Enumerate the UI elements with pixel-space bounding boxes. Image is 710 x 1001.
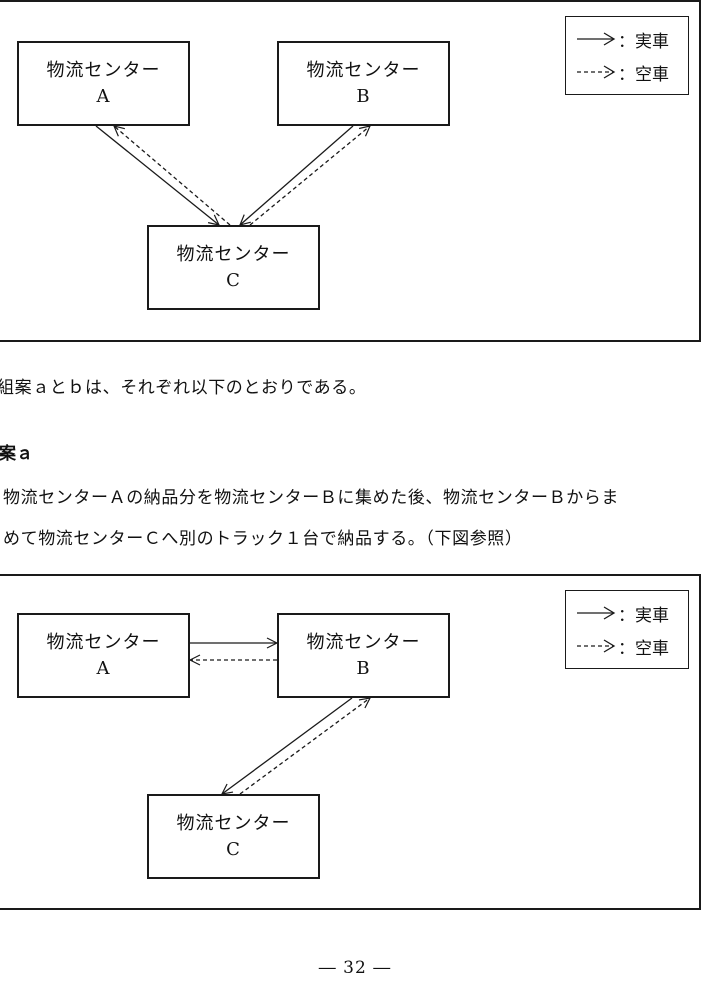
- page-number: ― 32 ―: [318, 958, 392, 978]
- plan-a-node-center-a: 物流センター A: [17, 613, 190, 698]
- node-center-a-letter: A: [96, 85, 111, 107]
- node-center-b: 物流センター B: [277, 41, 450, 126]
- plan-a-node-center-b-name: 物流センター: [306, 631, 421, 653]
- arrow-c-to-b-empty: [239, 698, 370, 795]
- node-center-c-name: 物流センター: [176, 243, 291, 265]
- legend-solid-label: ：実車: [618, 31, 669, 52]
- plan-a-node-center-a-letter: A: [96, 657, 111, 679]
- intro-text: 組案ａとｂは、それぞれ以下のとおりである。: [0, 378, 367, 398]
- plan-a-node-center-b-letter: B: [356, 657, 371, 679]
- solid-arrow-icon: [577, 606, 616, 620]
- node-center-a: 物流センター A: [17, 41, 190, 126]
- arrow-c-to-b-empty: [249, 126, 370, 226]
- legend-current: ：実車 ：空車: [565, 16, 689, 95]
- solid-arrow-icon: [577, 32, 616, 46]
- node-center-c-letter: C: [226, 269, 241, 291]
- node-center-a-name: 物流センター: [46, 59, 161, 81]
- plan-a-node-center-c: 物流センター C: [147, 794, 320, 879]
- plan-a-node-center-b: 物流センター B: [277, 613, 450, 698]
- legend-row-dashed: ：空車: [576, 59, 669, 85]
- legend-dashed-label: ：空車: [618, 638, 669, 659]
- legend-row-solid: ：実車: [576, 26, 669, 52]
- legend-dashed-label: ：空車: [618, 64, 669, 85]
- plan-a-heading: 案ａ: [0, 444, 33, 464]
- legend-row-dashed: ：空車: [576, 633, 669, 659]
- legend-row-solid: ：実車: [576, 600, 669, 626]
- legend-plan-a: ：実車 ：空車: [565, 590, 689, 669]
- plan-a-line-1: 物流センターＡの納品分を物流センターＢに集めた後、物流センターＢからま: [3, 488, 619, 508]
- arrow-c-to-a-empty: [114, 126, 231, 226]
- legend-solid-label: ：実車: [618, 605, 669, 626]
- plan-a-node-center-c-letter: C: [226, 838, 241, 860]
- node-center-b-name: 物流センター: [306, 59, 421, 81]
- arrow-b-to-c-loaded: [222, 697, 353, 794]
- node-center-b-letter: B: [356, 85, 371, 107]
- dashed-arrow-icon: [577, 65, 616, 79]
- plan-a-node-center-a-name: 物流センター: [46, 631, 161, 653]
- dashed-arrow-icon: [577, 639, 616, 653]
- plan-a-node-center-c-name: 物流センター: [176, 812, 291, 834]
- arrow-b-to-c-loaded: [240, 125, 354, 225]
- plan-a-line-2: めて物流センターＣへ別のトラック１台で納品する。（下図参照）: [3, 529, 523, 549]
- node-center-c: 物流センター C: [147, 225, 320, 310]
- arrow-a-to-c-loaded: [95, 125, 219, 225]
